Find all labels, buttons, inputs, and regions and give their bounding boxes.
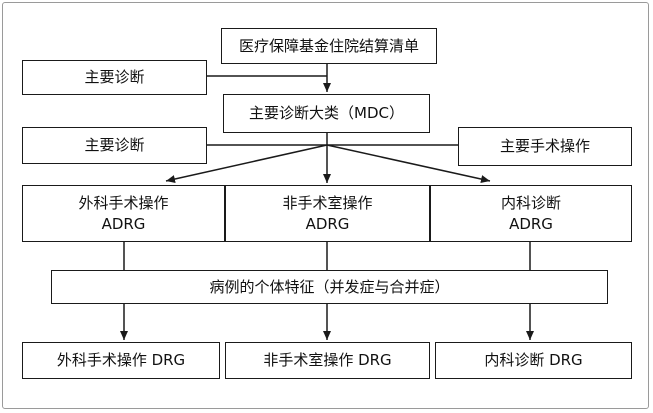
- drg-nonsurgical-node: 非手术室操作 DRG: [225, 342, 430, 379]
- primary-diagnosis-node-1: 主要诊断: [22, 60, 207, 95]
- drg-medical-node: 内科诊断 DRG: [435, 342, 632, 379]
- individual-features-node: 病例的个体特征（并发症与合并症）: [51, 270, 608, 304]
- settlement-list-node: 医疗保障基金住院结算清单: [221, 28, 437, 64]
- adrg-nonsurgical-node: 非手术室操作 ADRG: [225, 185, 430, 242]
- diagram-frame: [2, 2, 649, 409]
- adrg-surgical-code: ADRG: [101, 214, 146, 233]
- mdc-node: 主要诊断大类（MDC）: [223, 94, 430, 133]
- adrg-medical-node: 内科诊断 ADRG: [430, 185, 632, 242]
- adrg-nonsurgical-code: ADRG: [305, 214, 350, 233]
- drg-surgical-node: 外科手术操作 DRG: [22, 342, 220, 379]
- arrow-to-adrg-med: [326, 144, 491, 183]
- adrg-medical-title: 内科诊断: [500, 193, 561, 212]
- primary-surgery-node: 主要手术操作: [458, 127, 632, 166]
- primary-diagnosis-node-2: 主要诊断: [22, 127, 207, 164]
- adrg-nonsurgical-title: 非手术室操作: [282, 193, 373, 212]
- adrg-medical-code: ADRG: [509, 214, 553, 233]
- arrow-to-adrg-surg: [165, 144, 328, 183]
- adrg-surgical-title: 外科手术操作: [78, 193, 169, 212]
- adrg-surgical-node: 外科手术操作 ADRG: [22, 185, 225, 242]
